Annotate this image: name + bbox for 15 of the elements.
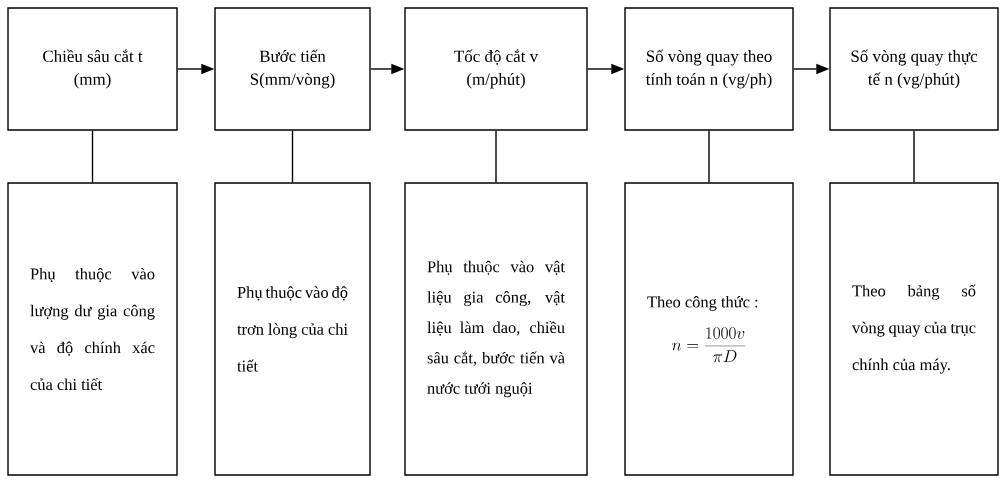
connector-line [495, 130, 497, 183]
step-box: Số vòng quay theo tính toán n (vg/ph) [624, 7, 794, 131]
step-box: Số vòng quay thực tế n (vg/phút) [829, 7, 999, 131]
connector-line [91, 130, 94, 183]
description-box: Phụ thuộc vào vật liệu gia công, vật liệu làm dao, chiều sâu cắt, bước tiến và nước tưới nguội [404, 182, 588, 476]
step-box: Chiều sâu cắt t (mm) [7, 7, 178, 131]
connector-line [913, 130, 915, 183]
step-box: Tốc độ cắt v (m/phút) [404, 7, 588, 131]
description-box: Phụ thuộc vào độ trơn lòng của chi tiết [214, 182, 371, 476]
description-box: Theo công thức : $n = \frac{1000v}{\pi D}$ [624, 182, 794, 476]
description-box: Theo bảng số vòng quay của trục chính của máy. [829, 182, 999, 476]
description-box: Phụ thuộc vào lượng dư gia công và độ chính xác của chi tiết [7, 182, 178, 476]
connector-line [708, 130, 710, 183]
connector-line [291, 130, 294, 183]
step-box: Bước tiến S(mm/vòng) [214, 7, 371, 131]
